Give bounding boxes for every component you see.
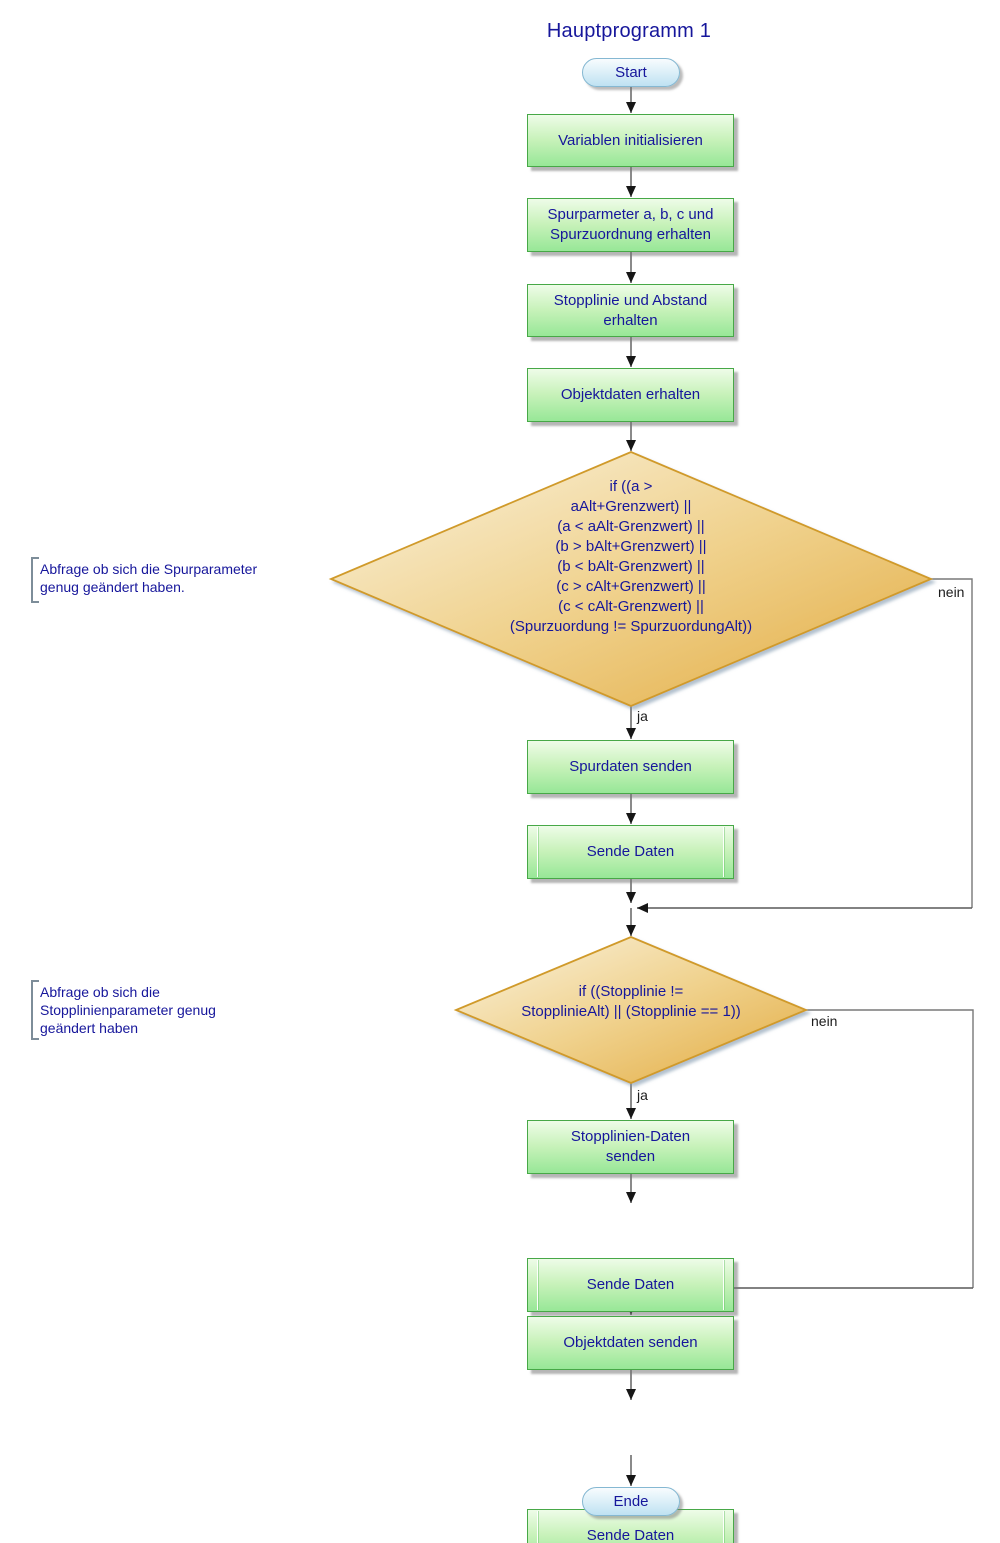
predef-bar-icon (537, 827, 538, 877)
process-spurdaten-senden: Spurdaten senden (527, 740, 734, 794)
start-terminator: Start (582, 58, 680, 87)
loop-lines (806, 578, 974, 1288)
page-title: Hauptprogramm 1 (546, 20, 712, 42)
predefined-sende-daten-3-label: Sende Daten (586, 1527, 675, 1543)
process-objektdaten-erhalten: Objektdaten erhalten (527, 368, 734, 422)
predefined-sende-daten-2-label: Sende Daten (586, 1276, 675, 1293)
process-objektdaten-senden: Objektdaten senden (527, 1316, 734, 1370)
edge-label-ja-1: ja (637, 708, 648, 724)
predef-bar-icon (537, 1260, 538, 1310)
edge-label-nein-2: nein (811, 1013, 838, 1029)
decision-stopplinie-label: if ((Stopplinie != StopplinieAlt) || (St… (521, 983, 741, 1020)
annotation-bracket-icon (31, 557, 40, 603)
process-variablen-initialisieren: Variablen initialisieren (527, 114, 734, 167)
process-spurparameter-erhalten: Spurparmeter a, b, c und Spurzuordnung e… (527, 198, 734, 252)
decision-spur-label: if ((a > aAlt+Grenzwert) || (a < aAlt-Gr… (509, 478, 753, 635)
end-terminator: Ende (582, 1487, 680, 1516)
predef-bar-icon (537, 1511, 538, 1543)
annotation-spurparameter: Abfrage ob sich die Spurparameter genug … (40, 561, 258, 595)
predefined-sende-daten-1: Sende Daten (527, 825, 734, 879)
predef-bar-icon (723, 1511, 724, 1543)
edge-label-ja-2: ja (637, 1087, 648, 1103)
predef-bar-icon (723, 827, 724, 877)
process-stopplinien-daten-senden: Stopplinien-Daten senden (527, 1120, 734, 1174)
predefined-sende-daten-2: Sende Daten (527, 1258, 734, 1312)
predef-bar-icon (723, 1260, 724, 1310)
process-stopplinie-erhalten: Stopplinie und Abstand erhalten (527, 284, 734, 337)
edge-nein-2-line (806, 1009, 974, 1288)
predefined-sende-daten-1-label: Sende Daten (586, 843, 675, 860)
edge-nein-1-line (931, 578, 973, 908)
annotation-stopplinien: Abfrage ob sich die Stopplinienparameter… (40, 984, 216, 1036)
annotation-bracket-icon (31, 980, 40, 1040)
edge-label-nein-1: nein (938, 584, 965, 600)
